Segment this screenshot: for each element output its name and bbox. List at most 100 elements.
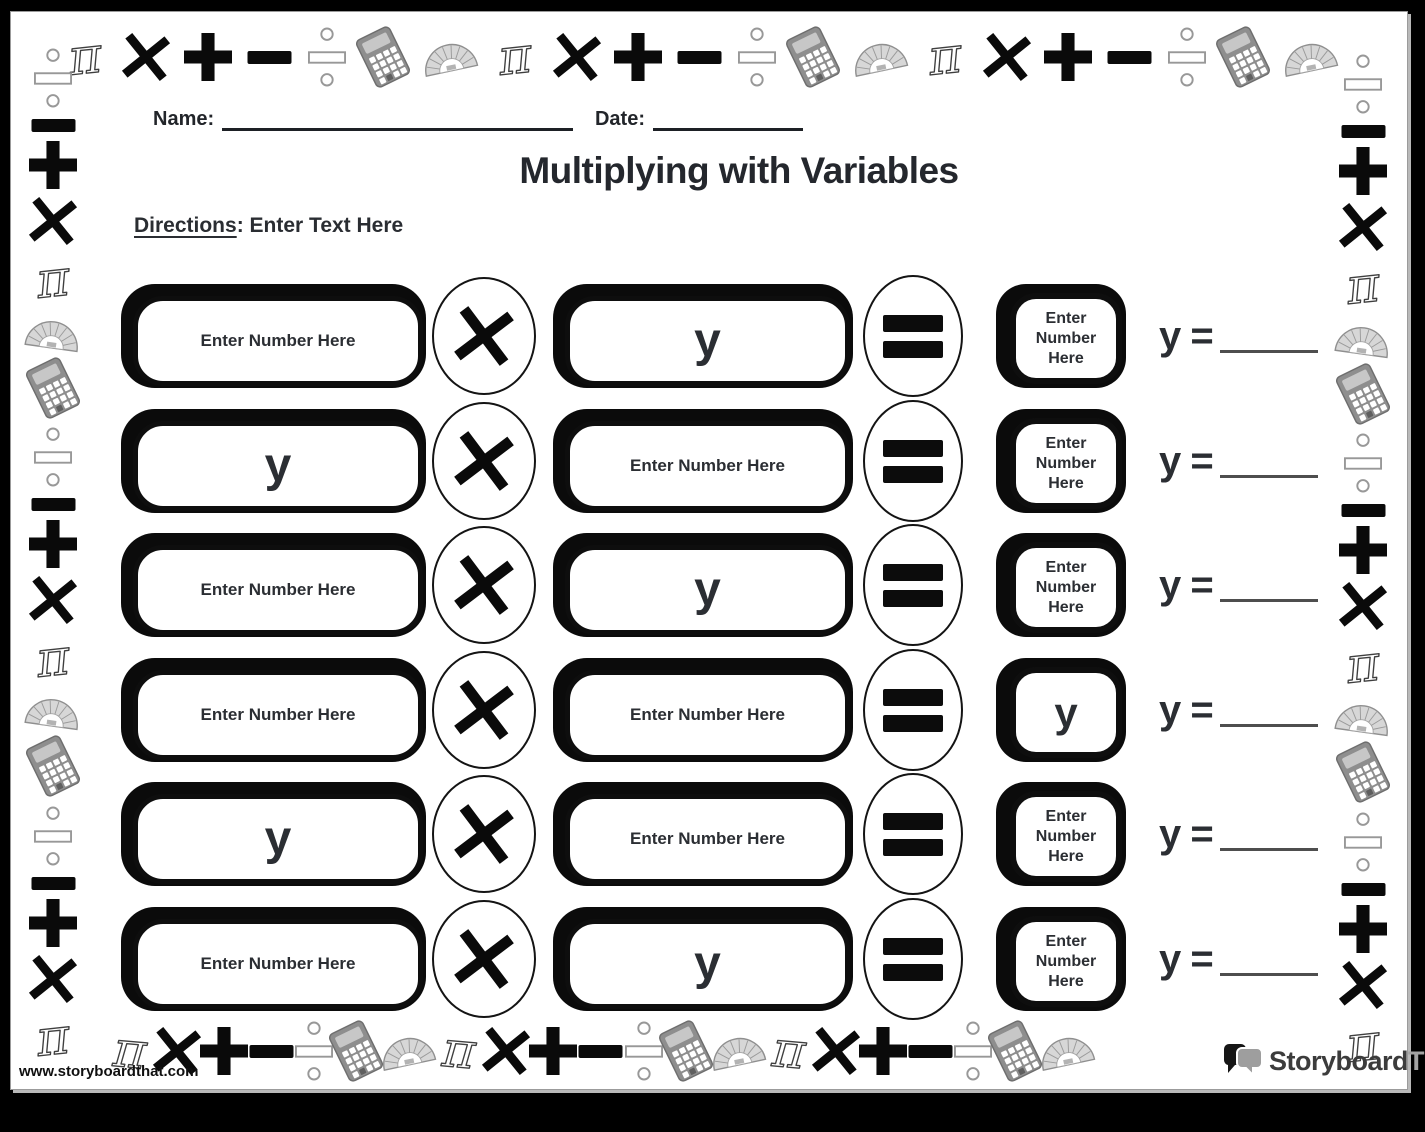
svg-text:π: π [33,1009,74,1068]
factor1-box: y [121,782,426,886]
factor2-input[interactable]: Enter Number Here [565,670,850,760]
product-box: Enter Number Here [996,409,1126,513]
minus-icon [248,1044,295,1058]
divide-icon [1344,810,1382,874]
minus-icon [577,1044,624,1058]
answer-blank-line[interactable] [1219,723,1318,727]
times-icon [121,32,172,83]
directions-label: Directions [134,214,237,237]
answer-blank-line[interactable] [1219,972,1318,976]
multiply-operator-circle [432,775,536,893]
equation-row: y Enter Number Here Enter Number Here y = [11,773,1407,895]
minus-icon [1106,50,1153,64]
factor2-input[interactable]: y [565,296,850,386]
calculator-icon [1330,358,1396,428]
product-box: Enter Number Here [996,782,1126,886]
plus-icon [200,1027,249,1075]
calculator-icon [1330,737,1396,807]
svg-text:π: π [769,1022,809,1080]
date-blank-line[interactable] [653,109,803,131]
minus-icon [1340,882,1387,896]
times-icon [1338,581,1389,632]
plus-icon [29,898,77,947]
divide-icon [624,1019,663,1083]
answer-blank-line[interactable] [1219,598,1318,602]
divide-icon [953,1019,992,1083]
factor1-input[interactable]: Enter Number Here [133,670,423,760]
times-icon [28,954,79,1005]
product-input[interactable]: Enter Number Here [1010,293,1122,384]
storyboardthat-logo: StoryboardThat [1221,1044,1425,1078]
pi-icon: π [1336,636,1389,695]
pi-icon: π [433,1022,486,1080]
plus-icon [529,1027,578,1075]
product-input[interactable]: Enter Number Here [1010,916,1122,1007]
factor1-text: Enter Number Here [200,579,356,599]
multiply-icon [452,927,515,990]
protractor-icon [848,35,910,80]
answer-blank-line[interactable] [1219,847,1318,851]
equals-operator-circle [863,898,963,1020]
product-input[interactable]: Enter Number Here [1010,791,1122,882]
factor1-input[interactable]: y [133,421,423,511]
product-input[interactable]: Enter Number Here [1010,542,1122,633]
factor2-box: y [553,284,853,388]
answer-blank-line[interactable] [1219,474,1318,478]
answer-prefix: y = [1159,811,1214,856]
factor2-box: Enter Number Here [553,409,853,513]
factor2-input[interactable]: y [565,545,850,635]
multiply-operator-circle [432,526,536,644]
equals-icon [883,812,943,856]
pi-icon: π [26,1009,79,1068]
divide-icon [1344,52,1382,116]
svg-text:π: π [440,1022,480,1080]
answer-area: y = [1159,284,1318,388]
factor1-box: Enter Number Here [121,907,426,1011]
protractor-icon [1333,698,1393,739]
pi-icon: π [762,1022,815,1080]
divide-icon [1344,431,1382,495]
name-blank-line[interactable] [222,109,573,131]
protractor-icon [1035,1029,1097,1074]
factor2-input[interactable]: Enter Number Here [565,794,850,884]
times-icon [1338,202,1389,253]
equals-icon [883,937,943,981]
protractor-icon [23,692,83,733]
answer-blank-line[interactable] [1219,349,1318,353]
times-icon [981,32,1032,83]
factor2-text: y [694,314,721,367]
factor2-box: Enter Number Here [553,782,853,886]
multiply-icon [452,429,515,492]
factor2-input[interactable]: Enter Number Here [565,421,850,511]
factor1-input[interactable]: Enter Number Here [133,545,423,635]
equals-icon [883,563,943,607]
factor1-input[interactable]: y [133,794,423,884]
svg-text:π: π [33,251,74,310]
factor2-text: Enter Number Here [630,828,785,848]
factor1-input[interactable]: Enter Number Here [133,919,423,1009]
factor2-input[interactable]: y [565,919,850,1009]
pi-icon: π [104,1022,157,1080]
times-icon [28,196,79,247]
factor2-text: y [694,563,721,616]
product-text: Enter Number Here [1035,434,1097,492]
product-box: Enter Number Here [996,907,1126,1011]
multiply-operator-circle [432,651,536,769]
pi-icon: π [1336,1015,1389,1074]
pi-icon: π [26,251,79,310]
name-label: Name: [153,108,215,130]
directions-placeholder-text[interactable]: : Enter Text Here [236,214,404,237]
factor2-text: Enter Number Here [630,704,785,724]
product-input[interactable]: y [1010,667,1122,758]
protractor-icon [23,313,83,354]
minus-icon [30,497,77,511]
minus-icon [246,50,293,64]
factor1-text: y [264,439,292,492]
equals-operator-circle [863,524,963,646]
factor1-input[interactable]: Enter Number Here [133,296,423,386]
product-input[interactable]: Enter Number Here [1010,418,1122,509]
calculator-icon [20,731,86,801]
